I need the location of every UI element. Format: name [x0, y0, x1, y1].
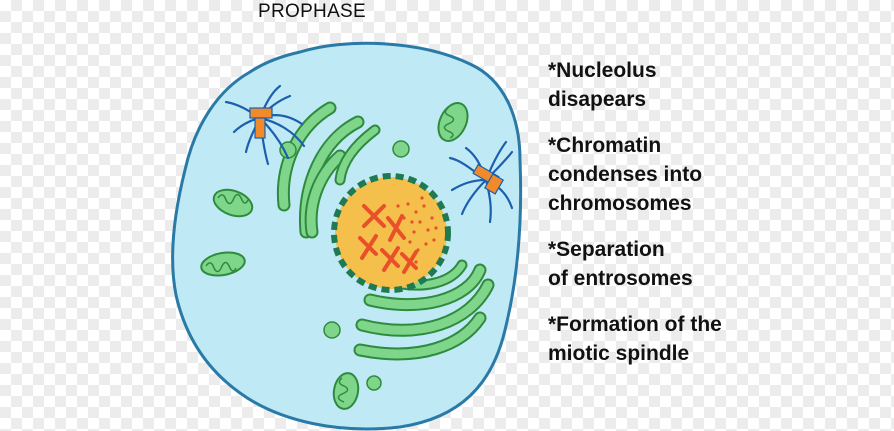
mitochondrion [200, 251, 246, 277]
note-nucleolus: *Nucleolus disapears [548, 59, 657, 111]
mitochondrion [437, 102, 469, 142]
chromosomes [358, 204, 418, 274]
endoplasmic-reticulum [276, 101, 495, 361]
centrosome-right [472, 163, 505, 195]
note-chromatin: *Chromatin condenses into chromosomes [548, 134, 703, 215]
mitochondrion [332, 372, 360, 410]
notes-panel: *Nucleolus disapears *Chromatin condense… [548, 56, 888, 385]
vesicles [279, 140, 410, 391]
centrosome-left [249, 107, 273, 139]
diagram-title: PROPHASE [258, 1, 366, 22]
nuclear-envelope [331, 173, 451, 293]
note-centrosomes: *Separation of entrosomes [548, 238, 693, 290]
note-spindle: *Formation of the miotic spindle [548, 313, 722, 365]
mitochondrion [212, 188, 254, 218]
